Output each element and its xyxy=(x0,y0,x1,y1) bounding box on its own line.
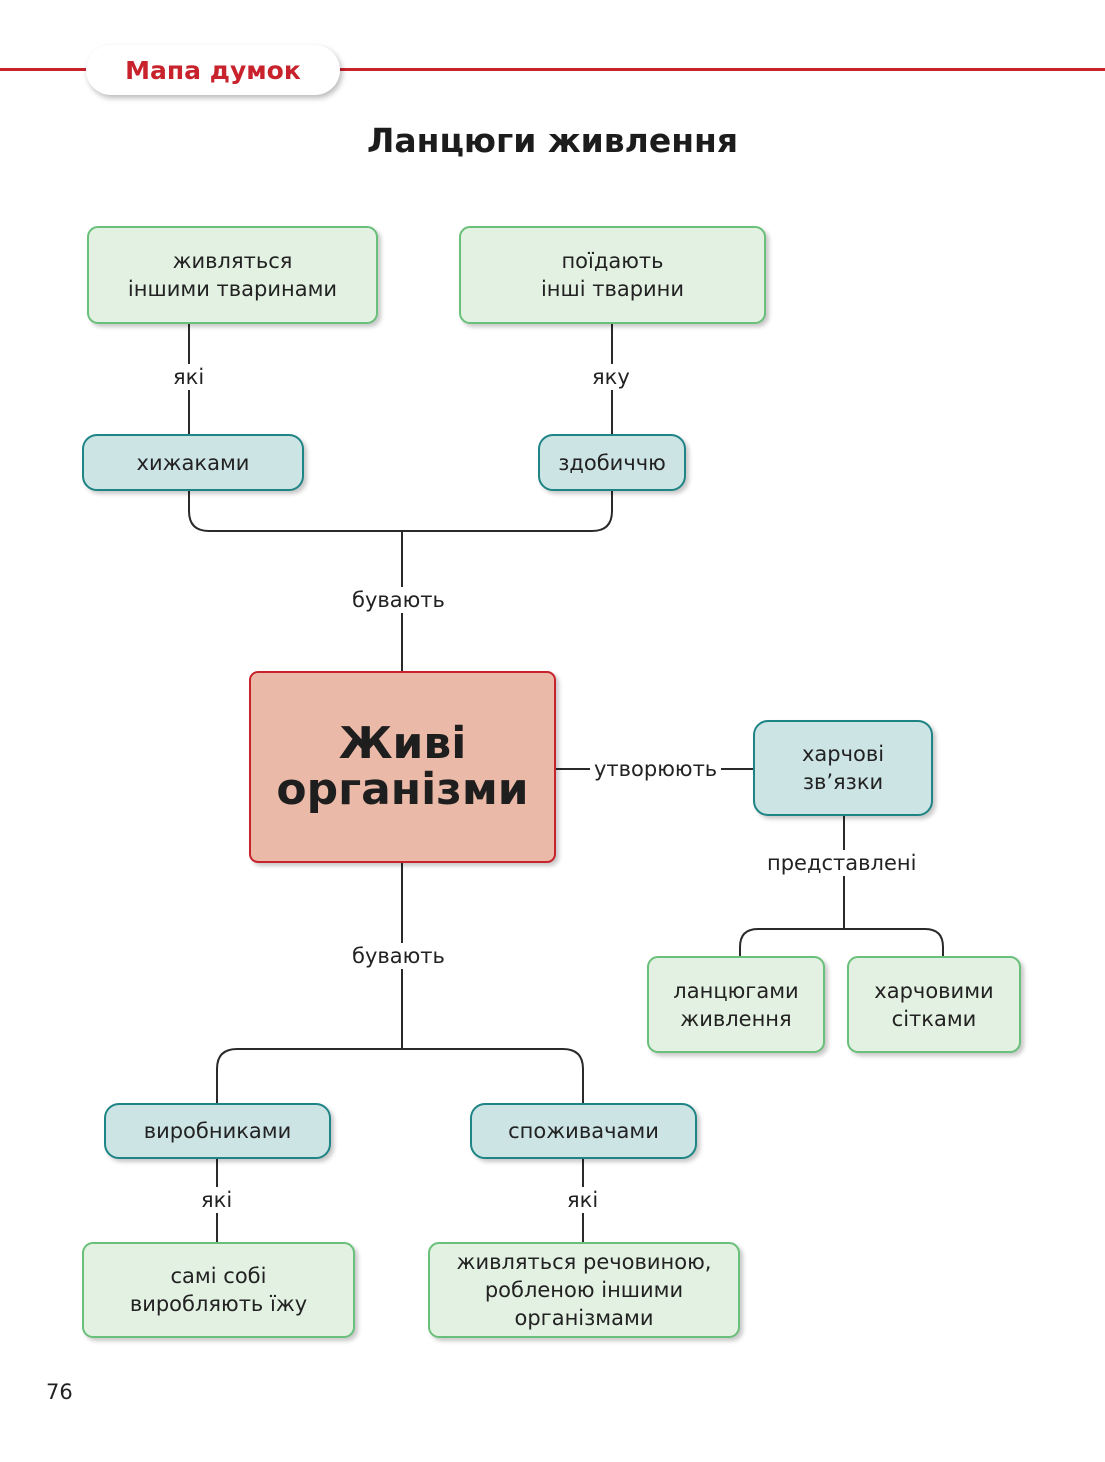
node-prey-text: здобиччю xyxy=(558,450,666,475)
edge-label-producers: які xyxy=(197,1187,237,1213)
edge-label-consumers: які xyxy=(563,1187,603,1213)
node-producers-text: виробниками xyxy=(143,1119,292,1143)
edge-label-down: бувають xyxy=(348,943,449,969)
connector-upper-bracket xyxy=(188,490,613,532)
node-food-chains: ланцюгами живлення xyxy=(647,956,825,1053)
edge-label-links: представлені xyxy=(763,850,921,876)
edge-label-prey: яку xyxy=(588,364,634,390)
node-central-text: Живі організми xyxy=(276,718,529,815)
node-prey-description-text: поїдають інші тварини xyxy=(540,249,685,301)
node-predators-description: живляться іншими тваринами xyxy=(87,226,378,324)
node-food-links: харчові зв’язки xyxy=(753,720,933,816)
node-producers-description-text: самі собі виробляють їжу xyxy=(129,1264,308,1316)
node-prey-description: поїдають інші тварини xyxy=(459,226,766,324)
node-consumers-description: живляться речовиною, робленою іншими орг… xyxy=(428,1242,740,1338)
node-food-chains-text: ланцюгами живлення xyxy=(673,978,799,1031)
node-food-webs: харчовими сітками xyxy=(847,956,1021,1053)
node-producers-description: самі собі виробляють їжу xyxy=(82,1242,355,1338)
edge-label-right: утворюють xyxy=(590,756,722,782)
edge-label-up: бувають xyxy=(348,587,449,613)
page-number: 76 xyxy=(46,1380,73,1404)
node-central: Живі організми xyxy=(249,671,556,863)
node-predators-text: хижаками xyxy=(136,450,250,475)
node-prey: здобиччю xyxy=(538,434,686,491)
section-label: Мапа думок xyxy=(125,55,301,85)
node-consumers-text: споживачами xyxy=(508,1119,659,1143)
node-food-links-text: харчові зв’язки xyxy=(801,742,885,794)
node-predators: хижаками xyxy=(82,434,304,491)
node-producers: виробниками xyxy=(104,1103,331,1159)
page-title: Ланцюги живлення xyxy=(366,121,739,160)
node-predators-description-text: живляться іншими тваринами xyxy=(127,249,338,301)
edge-label-predators: які xyxy=(169,364,209,390)
connector-links-bracket xyxy=(739,928,944,957)
node-food-webs-text: харчовими сітками xyxy=(874,978,994,1031)
connector-lower-bracket xyxy=(216,1048,584,1104)
section-label-tab: Мапа думок xyxy=(86,45,340,95)
header-rule xyxy=(0,68,1105,71)
node-consumers-description-text: живляться речовиною, робленою іншими орг… xyxy=(456,1250,712,1330)
node-consumers: споживачами xyxy=(470,1103,697,1159)
